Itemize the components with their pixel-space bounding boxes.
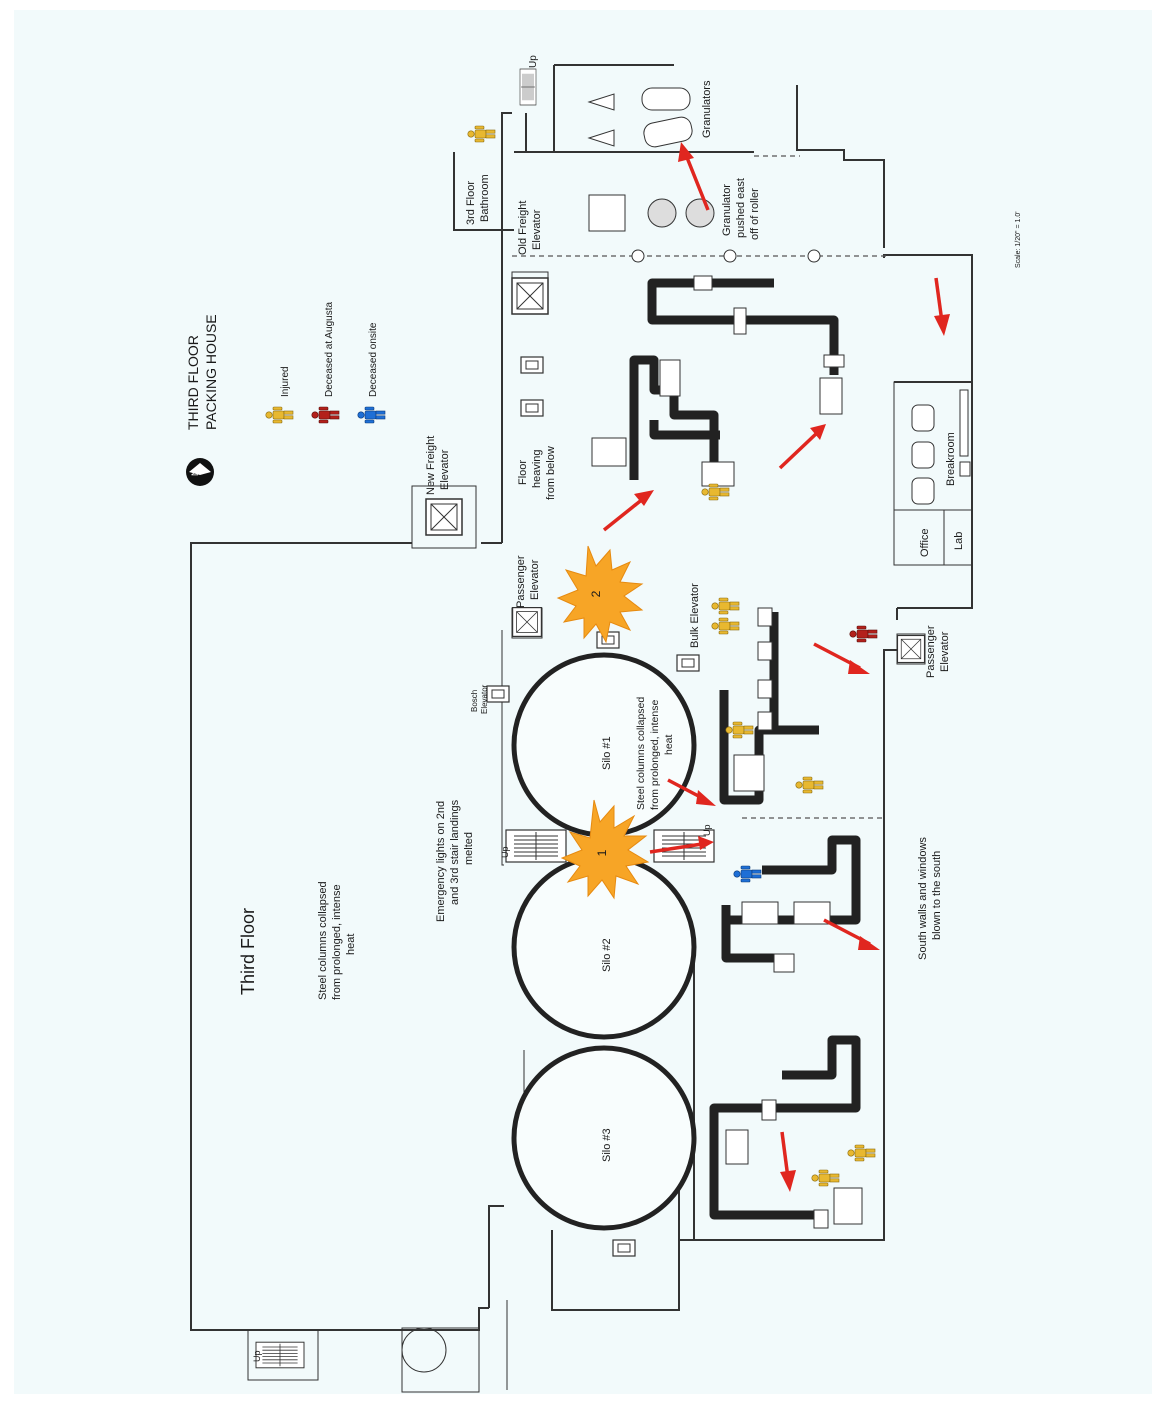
svg-text:off of roller: off of roller [749,188,761,240]
arrow-n-explosion2 [602,490,654,532]
title-line1: THIRD FLOOR [185,335,201,430]
arrow-granulator [678,142,710,211]
svg-text:blown to the south: blown to the south [931,851,943,940]
legend-injured-icon [265,406,294,424]
passenger-elevator-north-label: Passenger Elevator [515,555,541,608]
svg-text:New Freight: New Freight [425,436,437,495]
arrow-south-lower [780,1131,796,1192]
svg-text:South walls and windows: South walls and windows [917,837,929,960]
up-label-west-stair: Up [252,1350,262,1362]
legend-injured-label: Injured [280,366,291,397]
third-floor-label: Third Floor [238,908,258,995]
svg-text:pushed east: pushed east [735,178,747,238]
north-label: N [190,470,200,477]
svg-text:from prolonged, intense: from prolonged, intense [331,884,343,1000]
deceased-augusta-marker [849,625,878,643]
svg-text:Elevator: Elevator [480,684,489,714]
new-freight-elevator-label: New Freight Elevator [425,436,451,495]
svg-text:Emergency lights on 2nd: Emergency lights on 2nd [435,801,447,922]
up-label-silo-stair-west: Up [500,846,510,858]
svg-text:heat: heat [663,734,675,755]
steel-west-note: Steel columns collapsed from prolonged, … [317,881,357,1000]
svg-text:and 3rd stair landings: and 3rd stair landings [449,799,461,905]
explosion-1: 1 [560,799,650,900]
svg-text:heat: heat [345,934,357,955]
silo-3-label: Silo #3 [601,1128,613,1162]
emergency-note: Emergency lights on 2nd and 3rd stair la… [435,799,475,922]
passenger-elevator-south-label: Passenger Elevator [925,625,951,678]
svg-text:Granulator: Granulator [721,184,733,236]
explosion-2: 2 [556,545,644,644]
explosion-1-label: 1 [595,849,609,856]
blast-direction-arrows [602,142,950,1192]
svg-text:from below: from below [545,446,557,500]
granulator-note: Granulator pushed east off of roller [721,178,761,240]
svg-text:Elevator: Elevator [531,209,543,250]
up-label-north-stair: Up [528,55,539,68]
up-label-silo-stair-east: Up [702,824,712,836]
svg-text:3rd Floor: 3rd Floor [465,181,477,225]
svg-text:Bosch: Bosch [470,690,479,712]
conveyors [591,275,863,1229]
legend-deceased-augusta-label: Deceased at Augusta [324,301,335,397]
svg-text:Old Freight: Old Freight [517,201,529,255]
north-arrow-icon: N [186,458,214,486]
svg-text:Elevator: Elevator [529,559,541,600]
lab-label: Lab [953,532,965,550]
scale-label: Scale: 1/20" = 1.0' [1015,211,1022,268]
bathroom-label: 3rd Floor Bathroom [465,174,491,225]
south-walls-note: South walls and windows blown to the sou… [917,837,943,960]
svg-text:Passenger: Passenger [515,555,527,608]
floor-heaving-note: Floor heaving from below [517,446,557,500]
deceased-onsite-marker [733,865,762,883]
title: THIRD FLOOR PACKING HOUSE [185,314,219,430]
explosion-2-label: 2 [589,590,603,597]
legend-deceased-onsite-icon [357,406,386,424]
svg-text:Passenger: Passenger [925,625,937,678]
arrow-stair [649,836,714,854]
floor-plan-frame: 1 2 [14,10,1152,1394]
office-label: Office [919,528,931,557]
legend-deceased-onsite-label: Deceased onsite [368,322,379,397]
arrow-east [934,277,950,336]
silo-2-label: Silo #2 [601,938,613,972]
silo-3-shape [511,1045,697,1231]
svg-text:from prolonged, intense: from prolonged, intense [649,700,661,810]
legend-deceased-augusta-icon [311,406,340,424]
bulk-elevator-label: Bulk Elevator [689,583,701,648]
svg-text:heaving: heaving [531,449,543,488]
svg-text:Steel columns collapsed: Steel columns collapsed [317,881,329,1000]
building-walls [190,64,973,1393]
svg-text:melted: melted [463,832,475,865]
old-freight-elevator-label: Old Freight Elevator [517,201,543,255]
svg-text:Floor: Floor [517,460,529,485]
title-line2: PACKING HOUSE [203,314,219,430]
bosch-elevator-label: Bosch Elevator [470,684,489,714]
floor-plan-svg: 1 2 [185,55,1022,1393]
arrow-south-wall [823,918,880,950]
arrow-silo1 [667,778,716,806]
legend: Injured Deceased at Augusta Deceased ons… [265,301,386,424]
granulators-label: Granulators [701,80,713,138]
svg-text:Elevator: Elevator [939,631,951,672]
breakroom-label: Breakroom [945,432,957,486]
svg-text:Elevator: Elevator [439,449,451,490]
arrow-se-passenger [813,642,870,674]
elevator-symbols [425,277,926,664]
breakroom-tables [911,389,971,505]
arrow-ne [778,424,826,470]
svg-text:Steel columns collapsed: Steel columns collapsed [635,697,647,810]
steel-silo-note: Steel columns collapsed from prolonged, … [635,697,675,810]
svg-text:Bathroom: Bathroom [479,174,491,222]
silo-1-label: Silo #1 [601,736,613,770]
